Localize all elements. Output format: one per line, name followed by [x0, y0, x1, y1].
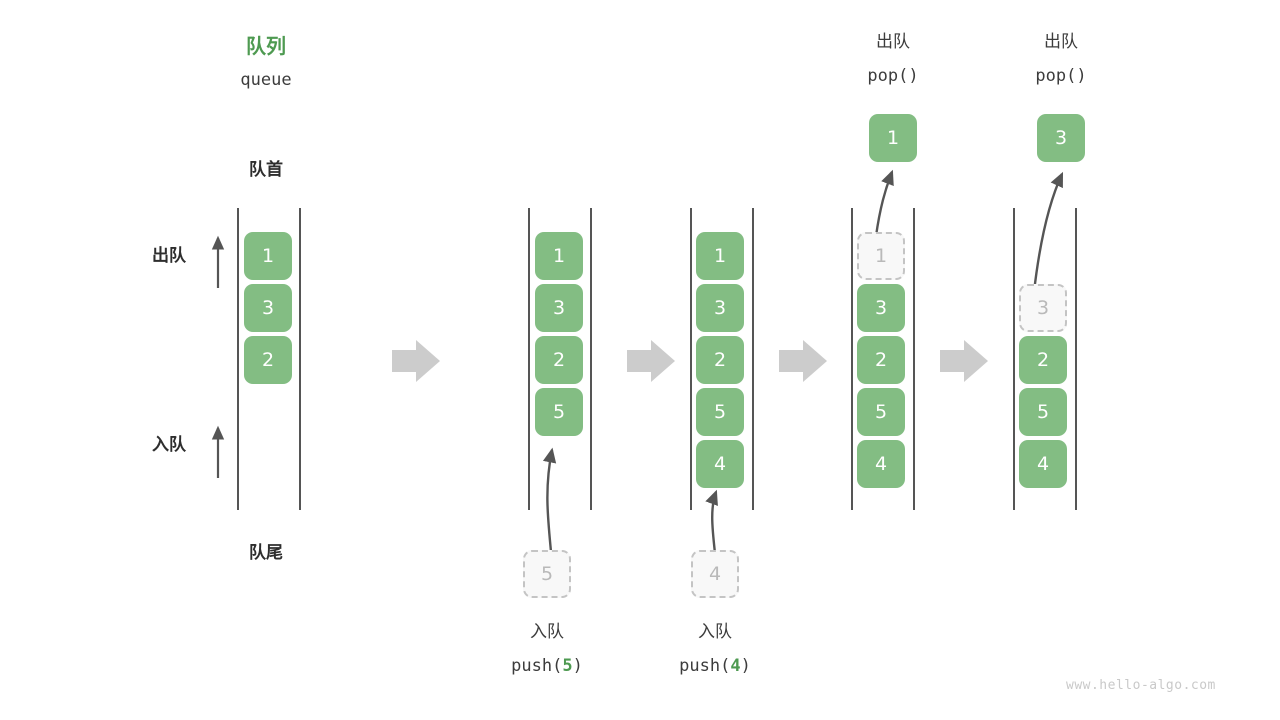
removed-element-ghost: 1 [857, 232, 905, 280]
popped-element: 3 [1037, 114, 1085, 162]
queue-cell-new: 5 [535, 388, 583, 436]
dequeue-direction-label: 出队 [152, 246, 186, 266]
queue-cell: 5 [696, 388, 744, 436]
rail-left [690, 208, 692, 510]
push-5-code-arg: 5 [562, 656, 573, 676]
rail-right [913, 208, 915, 510]
step-arrow-4 [940, 340, 988, 382]
queue-cell: 1 [696, 232, 744, 280]
pop-3-arrow [1032, 171, 1064, 293]
push-4-label-code: push(4) [645, 656, 785, 677]
queue-cell: 5 [1019, 388, 1067, 436]
pop-1-code-suffix: ) [908, 66, 919, 86]
push-4-label-cn: 入队 [698, 622, 732, 642]
step-arrow-1 [392, 340, 440, 382]
push-5-code-suffix: ) [572, 656, 583, 676]
queue-cell: 2 [696, 336, 744, 384]
queue-title-cn: 队列 [246, 34, 286, 58]
rail-left [528, 208, 530, 510]
queue-cell-new: 4 [696, 440, 744, 488]
front-label: 队首 [249, 160, 283, 180]
queue-cell: 2 [857, 336, 905, 384]
pop-3-label-code: pop() [991, 66, 1131, 87]
push-4-code-prefix: push( [679, 656, 731, 676]
queue-cell: 1 [244, 232, 292, 280]
queue-cell: 1 [535, 232, 583, 280]
queue-cell: 5 [857, 388, 905, 436]
push-4-code-suffix: ) [740, 656, 751, 676]
pop-3-label-cn: 出队 [1044, 32, 1078, 52]
incoming-element-ghost: 5 [523, 550, 571, 598]
rail-right [1075, 208, 1077, 510]
queue-cell: 2 [1019, 336, 1067, 384]
pop-1-code-prefix: pop( [867, 66, 909, 86]
removed-element-ghost: 3 [1019, 284, 1067, 332]
pop-1-arrow [874, 169, 894, 237]
pop-1-label-code: pop() [823, 66, 963, 87]
rail-right [590, 208, 592, 510]
pop-3-code-suffix: ) [1076, 66, 1087, 86]
rail-left [851, 208, 853, 510]
push-5-code-prefix: push( [511, 656, 563, 676]
pop-3-code-prefix: pop( [1035, 66, 1077, 86]
popped-element: 1 [869, 114, 917, 162]
queue-cell: 3 [696, 284, 744, 332]
queue-cell: 3 [857, 284, 905, 332]
queue-cell: 3 [535, 284, 583, 332]
push-5-label-code: push(5) [477, 656, 617, 677]
enqueue-direction-label: 入队 [152, 435, 186, 455]
push-4-code-arg: 4 [730, 656, 741, 676]
rail-right [299, 208, 301, 510]
queue-cell: 4 [1019, 440, 1067, 488]
rear-label: 队尾 [249, 543, 283, 563]
queue-cell: 2 [244, 336, 292, 384]
step-arrow-2 [627, 340, 675, 382]
queue-cell: 2 [535, 336, 583, 384]
pop-1-label-cn: 出队 [876, 32, 910, 52]
queue-cell: 3 [244, 284, 292, 332]
push-5-arrow [542, 447, 557, 563]
rail-right [752, 208, 754, 510]
rail-left [1013, 208, 1015, 510]
step-arrow-3 [779, 340, 827, 382]
push-5-label-cn: 入队 [530, 622, 564, 642]
watermark: www.hello-algo.com [1066, 678, 1216, 693]
queue-cell: 4 [857, 440, 905, 488]
incoming-element-ghost: 4 [691, 550, 739, 598]
rail-left [237, 208, 239, 510]
queue-title-en: queue [240, 70, 292, 90]
